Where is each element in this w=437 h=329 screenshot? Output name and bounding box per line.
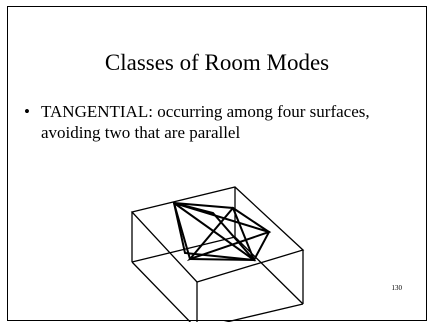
room-box-tangential-mode-diagram (130, 186, 305, 322)
page-number: 130 (391, 284, 403, 292)
tangential-mode-paths (172, 201, 272, 262)
bullet-marker: • (24, 102, 30, 121)
slide: Classes of Room Modes • TANGENTIAL: occu… (7, 6, 427, 322)
slide-title: Classes of Room Modes (104, 50, 330, 75)
bullet-text: TANGENTIAL: occurring among four surface… (41, 102, 370, 142)
